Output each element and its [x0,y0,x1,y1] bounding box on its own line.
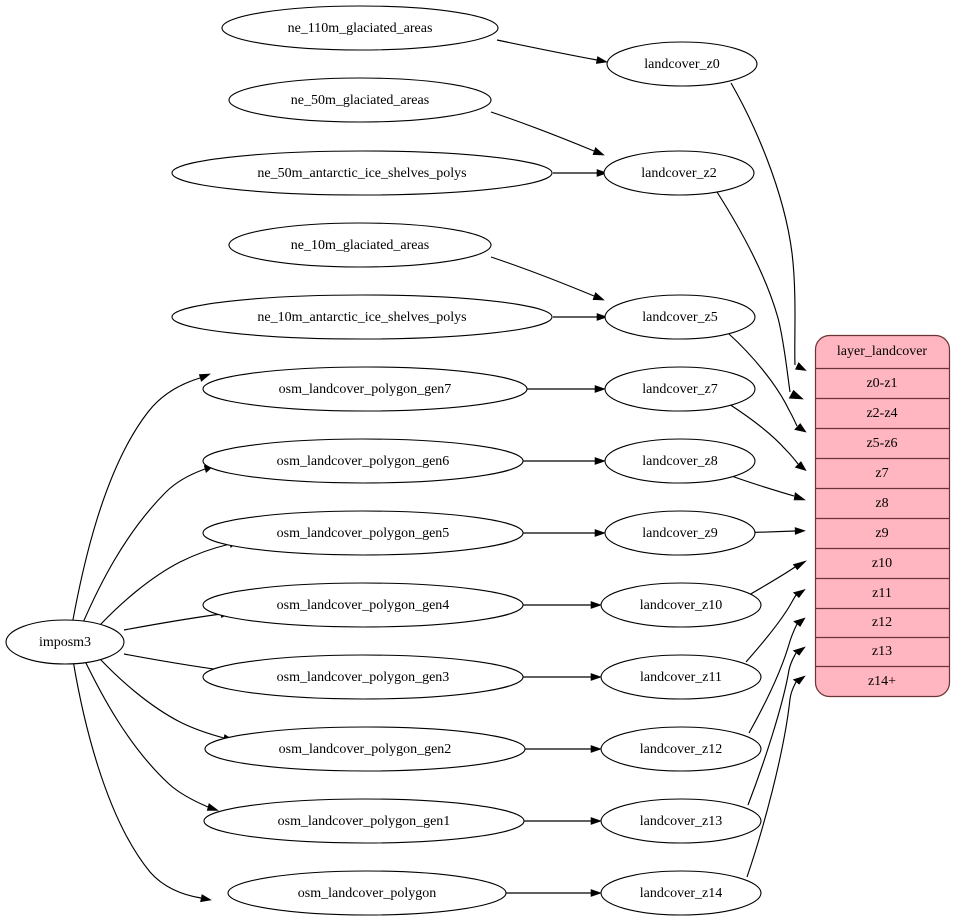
edge-z14-to-row-z14plus [746,675,806,878]
node-ne_10m_antarctic_ice_shelves_polys[interactable]: ne_10m_antarctic_ice_shelves_polys [171,294,553,340]
node-label: osm_landcover_polygon [298,886,436,901]
record-row-z8[interactable]: z8 [875,496,888,511]
edges-group [71,39,808,903]
node-label: ne_50m_antarctic_ice_shelves_polys [257,166,466,181]
record-row-z12[interactable]: z12 [872,615,892,630]
node-landcover_z9[interactable]: landcover_z9 [604,510,756,556]
node-label: landcover_z7 [642,382,717,397]
node-label: imposm3 [39,635,91,650]
node-label: osm_landcover_polygon_gen2 [279,742,452,757]
edge-z8-to-row-z8 [728,474,806,501]
node-osm_landcover_polygon_gen6[interactable]: osm_landcover_polygon_gen6 [202,438,524,484]
edge-gen7-to-z7 [527,385,606,393]
node-landcover_z11[interactable]: landcover_z11 [600,654,762,700]
node-landcover_z8[interactable]: landcover_z8 [604,438,756,484]
node-label: landcover_z13 [640,814,722,829]
node-ne_50m_antarctic_ice_shelves_polys[interactable]: ne_50m_antarctic_ice_shelves_polys [171,150,553,196]
node-label: landcover_z10 [640,598,722,613]
edge-z12-to-row-z12 [748,617,806,734]
node-label: landcover_z12 [640,742,722,757]
edge-z0-to-row-z0z1 [730,82,807,371]
node-label: osm_landcover_polygon_gen6 [277,454,450,469]
record-row-z2-z4[interactable]: z2-z4 [866,406,897,421]
edge-imposm3-to-polygon [72,659,212,903]
node-label: osm_landcover_polygon_gen1 [278,814,451,829]
edge-polygon-to-z14 [506,889,602,897]
edge-imposm3-to-gen7 [71,373,211,626]
node-osm_landcover_polygon_gen1[interactable]: osm_landcover_polygon_gen1 [203,798,525,844]
record-row-z9[interactable]: z9 [875,526,888,541]
node-ne_110m_glaciated_areas[interactable]: ne_110m_glaciated_areas [221,5,499,51]
edge-z11-to-row-z11 [745,588,806,663]
node-osm_landcover_polygon_gen7[interactable]: osm_landcover_polygon_gen7 [202,366,528,412]
node-osm_landcover_polygon_gen5[interactable]: osm_landcover_polygon_gen5 [202,510,524,556]
edge-ne50m-glaciated-to-z2 [490,111,605,156]
edge-z2-to-row-z2z4 [716,191,804,400]
edge-gen2-to-z12 [522,745,602,753]
record-row-z14plus[interactable]: z14+ [868,674,896,689]
node-ne_50m_glaciated_areas[interactable]: ne_50m_glaciated_areas [228,77,492,123]
node-osm_landcover_polygon_gen2[interactable]: osm_landcover_polygon_gen2 [204,726,526,772]
node-label: ne_10m_antarctic_ice_shelves_polys [257,310,466,325]
node-landcover_z2[interactable]: landcover_z2 [603,150,755,196]
node-layer_landcover-record[interactable]: layer_landcover z0-z1 z2-z4 z5-z6 z7 z8 … [814,334,951,698]
node-label: ne_110m_glaciated_areas [288,21,433,36]
record-row-z7[interactable]: z7 [875,466,888,481]
edge-gen3-to-z11 [522,673,602,681]
node-label: osm_landcover_polygon_gen5 [277,526,450,541]
node-label: osm_landcover_polygon_gen7 [279,382,452,397]
node-osm_landcover_polygon_gen3[interactable]: osm_landcover_polygon_gen3 [202,654,524,700]
node-imposm3[interactable]: imposm3 [5,619,125,665]
node-landcover_z5[interactable]: landcover_z5 [604,294,756,340]
node-label: landcover_z5 [642,310,717,325]
edge-z7-to-row-z7 [728,403,807,472]
edge-z5-to-row-z5z6 [728,333,807,433]
node-label: landcover_z2 [641,166,716,181]
record-row-z0-z1[interactable]: z0-z1 [866,376,897,391]
node-landcover_z0[interactable]: landcover_z0 [606,41,758,87]
edge-ne10m-glaciated-to-z5 [490,256,605,301]
record-row-z11[interactable]: z11 [872,586,892,601]
edge-gen1-to-z13 [522,817,602,825]
node-label: ne_50m_glaciated_areas [291,93,429,108]
edge-ne10m-antarctic-to-z5 [553,313,608,321]
edge-gen6-to-z8 [522,457,606,465]
node-label: landcover_z8 [642,454,717,469]
node-label: landcover_z11 [640,670,722,685]
record-row-z13[interactable]: z13 [872,644,892,659]
node-osm_landcover_polygon_gen4[interactable]: osm_landcover_polygon_gen4 [202,582,524,628]
node-landcover_z13[interactable]: landcover_z13 [600,798,762,844]
edge-ne50m-antarctic-to-z2 [553,169,608,177]
node-label: ne_10m_glaciated_areas [291,238,429,253]
node-ne_10m_glaciated_areas[interactable]: ne_10m_glaciated_areas [228,222,492,268]
node-osm_landcover_polygon[interactable]: osm_landcover_polygon [227,870,507,916]
record-background [814,334,951,698]
edge-gen4-to-z10 [522,601,602,609]
node-label: landcover_z0 [644,57,719,72]
record-row-z10[interactable]: z10 [872,556,892,571]
node-landcover_z14[interactable]: landcover_z14 [600,870,762,916]
node-landcover_z10[interactable]: landcover_z10 [600,582,762,628]
edge-z13-to-row-z13 [747,646,806,806]
record-title: layer_landcover [837,344,928,359]
node-label: osm_landcover_polygon_gen4 [277,598,450,613]
edge-imposm3-to-gen6 [81,464,216,626]
node-label: landcover_z9 [642,526,717,541]
edge-imposm3-to-gen1 [83,658,219,811]
node-label: osm_landcover_polygon_gen3 [277,670,450,685]
edge-gen5-to-z9 [522,529,606,537]
node-label: landcover_z14 [640,886,722,901]
edge-ne110m-to-z0 [496,39,608,64]
record-row-z5-z6[interactable]: z5-z6 [866,436,897,451]
node-landcover_z7[interactable]: landcover_z7 [604,366,756,412]
node-landcover_z12[interactable]: landcover_z12 [600,726,762,772]
